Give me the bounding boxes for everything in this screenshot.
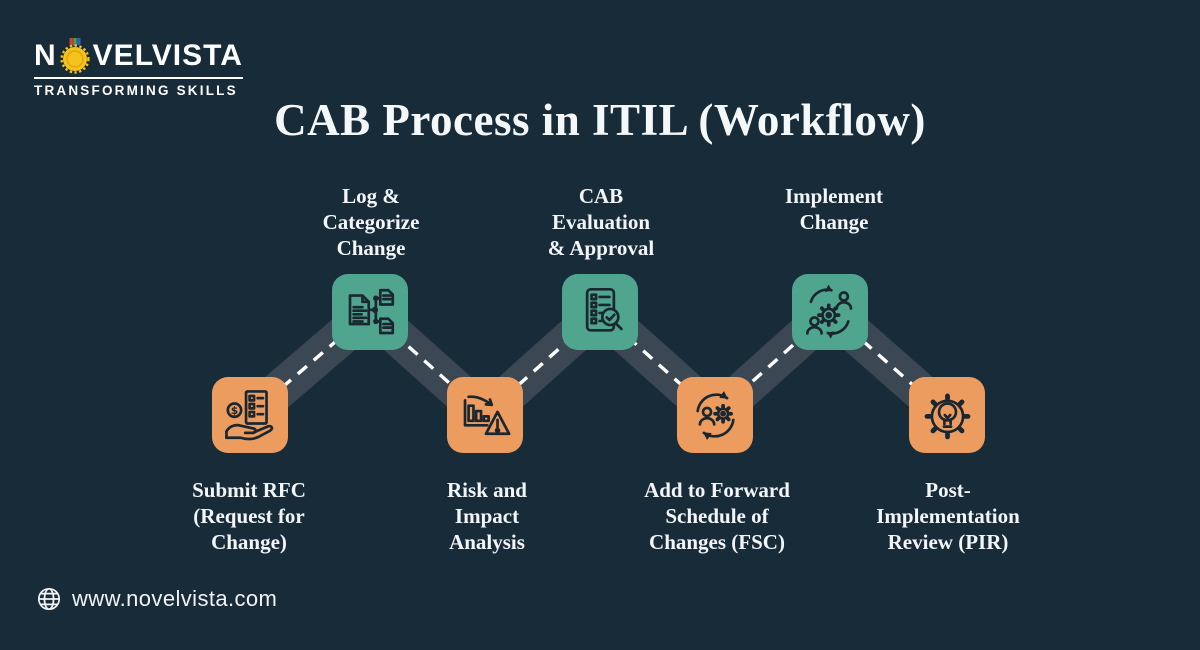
step-label-submit-rfc: Submit RFC (Request for Change) (192, 478, 306, 554)
sun-medal-icon (60, 38, 90, 74)
step-tile-log-categorize (332, 274, 408, 350)
step-label-risk-analysis: Risk and Impact Analysis (447, 478, 527, 554)
gear-people-cycle-icon (805, 284, 852, 338)
linked-documents-icon (348, 288, 394, 334)
logo-tagline: TRANSFORMING SKILLS (34, 77, 243, 98)
step-label-add-to-fsc: Add to Forward Schedule of Changes (FSC) (644, 478, 790, 554)
globe-icon (37, 587, 61, 611)
declining-chart-warning-icon (463, 394, 510, 435)
lightbulb-gear-icon (924, 393, 970, 439)
step-tile-cab-evaluation (562, 274, 638, 350)
footer: www.novelvista.com (36, 586, 277, 612)
document-hand-dollar-icon: $ (224, 389, 273, 440)
logo-wordmark-prefix: N (34, 39, 57, 72)
step-tile-implement-change (792, 274, 868, 350)
svg-text:$: $ (230, 404, 237, 417)
page-title: CAB Process in ITIL (Workflow) (274, 95, 926, 145)
step-label-implement-change: Implement Change (785, 184, 883, 234)
step-tile-risk-analysis (447, 377, 523, 453)
novelvista-logo: N VELVISTA TRANSFORMING SKILLS (34, 38, 243, 98)
step-label-log-categorize: Log & Categorize Change (322, 184, 420, 260)
step-tile-pir (909, 377, 985, 453)
step-label-cab-evaluation: CAB Evaluation & Approval (547, 184, 655, 260)
website-url: www.novelvista.com (72, 586, 278, 611)
checklist-magnifier-icon (585, 287, 623, 332)
logo-wordmark-suffix: VELVISTA (92, 39, 243, 72)
step-label-pir: Post- Implementation Review (PIR) (876, 478, 1020, 554)
person-gear-sync-icon (695, 390, 735, 440)
step-tile-submit-rfc: $ (212, 377, 288, 453)
step-tile-add-to-fsc (677, 377, 753, 453)
